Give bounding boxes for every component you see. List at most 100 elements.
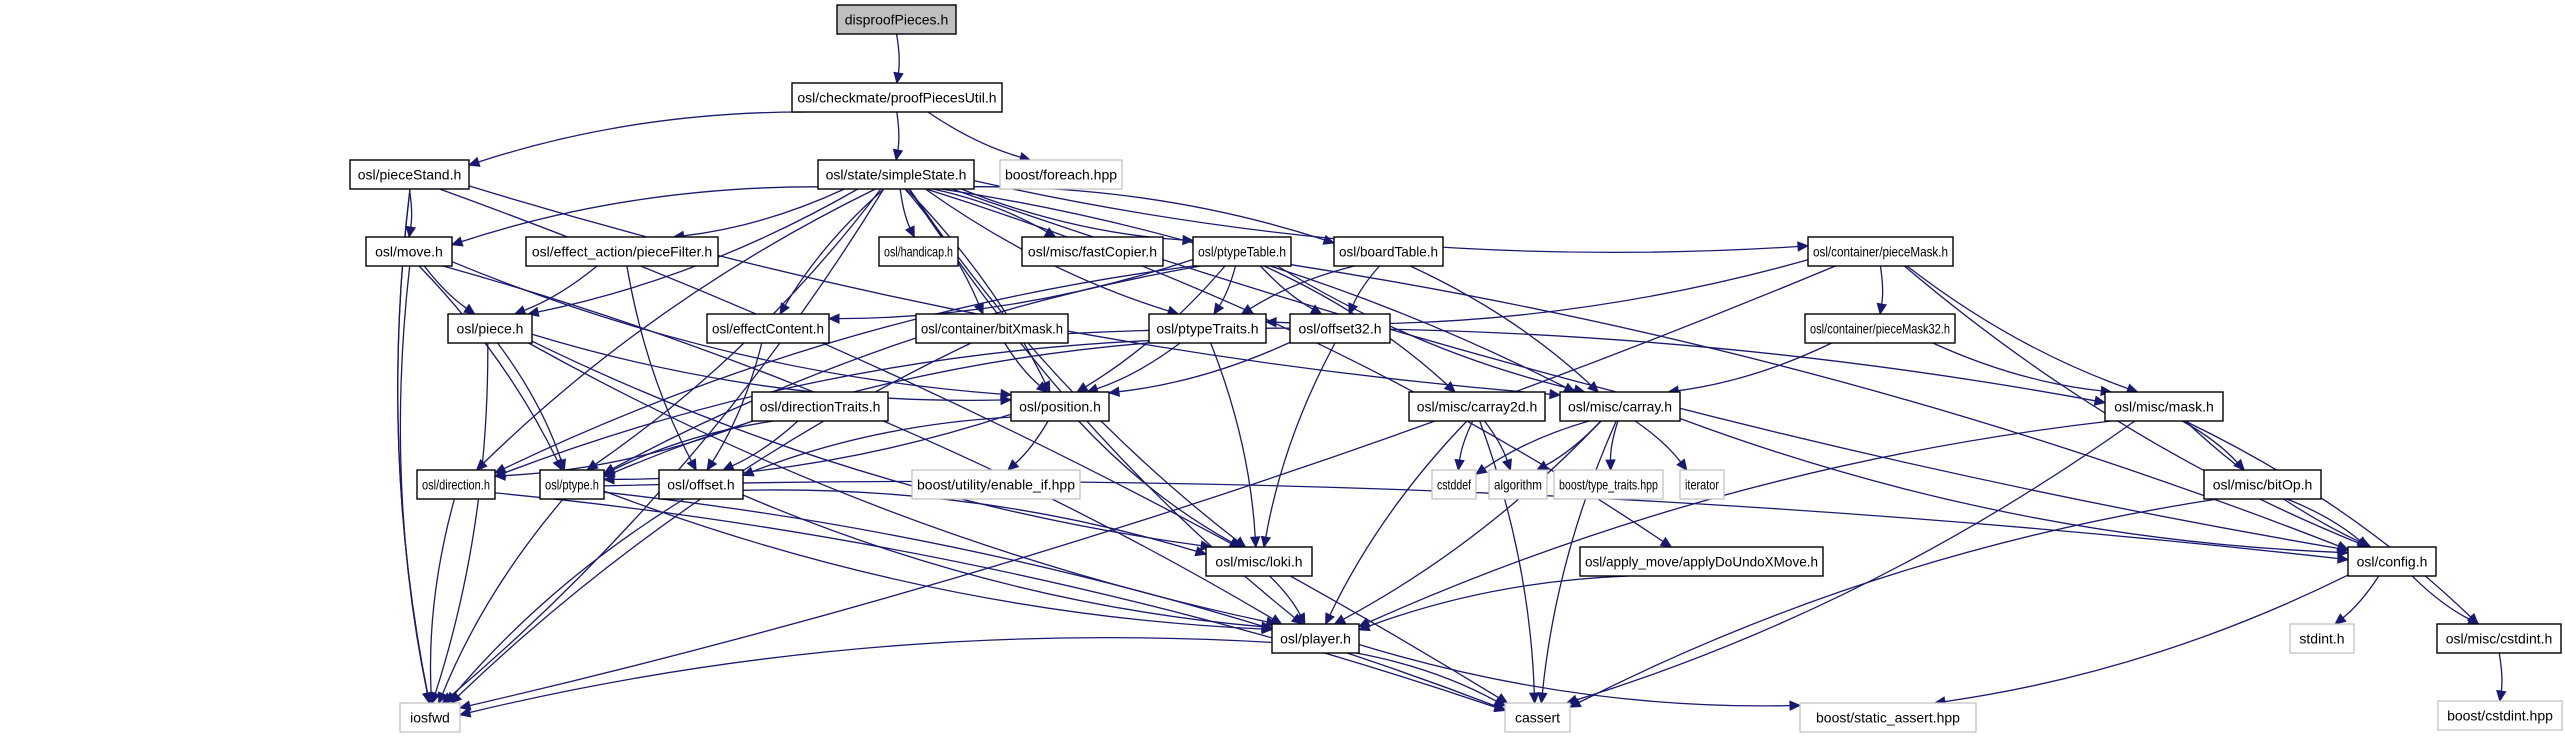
- edge-carray-to-player: [1342, 420, 1602, 620]
- node-loki[interactable]: osl/misc/loki.h: [1205, 546, 1313, 577]
- node-label: cassert: [1515, 710, 1560, 726]
- node-ptypeTable[interactable]: osl/ptypeTable.h: [1192, 236, 1292, 267]
- node-pieceMask32[interactable]: osl/container/pieceMask32.h: [1804, 313, 1956, 344]
- node-offset[interactable]: osl/offset.h: [658, 469, 744, 500]
- arrowhead-icon: [1568, 697, 1582, 708]
- edge-offset32-to-position: [1118, 341, 1291, 393]
- arrowhead-icon: [1789, 700, 1802, 711]
- node-box: [706, 313, 830, 344]
- node-box: [878, 236, 959, 267]
- arrowhead-icon: [1454, 458, 1465, 472]
- arrowhead-icon: [463, 303, 476, 315]
- node-simpleState[interactable]: osl/state/simpleState.h: [817, 159, 975, 190]
- node-box: [751, 391, 889, 422]
- node-bitXmask[interactable]: osl/container/bitXmask.h: [915, 313, 1069, 344]
- arrowhead-icon: [425, 692, 437, 705]
- node-box: [349, 159, 470, 190]
- edge-carray-to-algorithm: [1545, 420, 1602, 466]
- edge-config-to-cstdint: [2411, 575, 2471, 621]
- node-label: boost/cstdint.hpp: [2447, 708, 2553, 724]
- node-carray[interactable]: osl/misc/carray.h: [1559, 391, 1681, 422]
- arrowhead-icon: [437, 691, 448, 705]
- node-label: osl/misc/carray.h: [1568, 399, 1672, 415]
- node-boost_cstdint: boost/cstdint.hpp: [2437, 700, 2563, 731]
- edge-ptype-to-cassert: [603, 491, 1496, 707]
- node-carray2d[interactable]: osl/misc/carray2d.h: [1408, 391, 1546, 422]
- arrowhead-icon: [893, 71, 904, 85]
- node-effectContent[interactable]: osl/effectContent.h: [706, 313, 830, 344]
- arrowhead-icon: [721, 460, 735, 471]
- edge-effectContent-to-offset: [712, 342, 763, 462]
- edge-move-to-iosfwd: [399, 265, 428, 694]
- arrowhead-icon: [2093, 395, 2107, 406]
- node-applyDoUndoXMove[interactable]: osl/apply_move/applyDoUndoXMove.h: [1579, 546, 1824, 577]
- arrowhead-icon: [1035, 381, 1049, 393]
- edge-player-to-cassert: [1356, 652, 1497, 702]
- node-box: [2436, 623, 2562, 654]
- node-ptypeTraits[interactable]: osl/ptypeTraits.h: [1148, 313, 1267, 344]
- edge-carray-to-config: [1679, 417, 2339, 553]
- node-piece[interactable]: osl/piece.h: [447, 313, 533, 344]
- node-cassert: cassert: [1504, 702, 1571, 733]
- edge-proofPiecesUtil-to-simpleState: [896, 111, 900, 151]
- node-direction[interactable]: osl/direction.h: [416, 469, 496, 500]
- node-box: [915, 313, 1069, 344]
- node-label: osl/effect_action/pieceFilter.h: [532, 244, 712, 260]
- node-box: [1579, 546, 1824, 577]
- edge-simpleState-to-pieceFilter: [683, 188, 845, 237]
- node-player[interactable]: osl/player.h: [1271, 623, 1360, 654]
- node-box: [1010, 391, 1110, 422]
- node-label: osl/move.h: [375, 244, 443, 260]
- node-box: [1021, 236, 1164, 267]
- edge-ptypeTable-to-offset32: [1260, 265, 1314, 310]
- edge-position-to-loki: [1078, 420, 1232, 543]
- node-offset32[interactable]: osl/offset32.h: [1289, 313, 1391, 344]
- node-handicap[interactable]: osl/handicap.h: [878, 236, 959, 267]
- arrowhead-icon: [458, 707, 472, 718]
- arrowhead-icon: [706, 458, 718, 472]
- node-label: osl/misc/mask.h: [2114, 399, 2214, 415]
- arrowhead-icon: [467, 156, 481, 167]
- edge-pieceFilter-to-offset: [626, 265, 692, 462]
- node-mask[interactable]: osl/misc/mask.h: [2104, 391, 2224, 422]
- node-pieceMask[interactable]: osl/container/pieceMask.h: [1807, 236, 1954, 267]
- node-ptype[interactable]: osl/ptype.h: [539, 469, 605, 500]
- node-box: [416, 469, 496, 500]
- node-directionTraits[interactable]: osl/directionTraits.h: [751, 391, 889, 422]
- node-disproofPieces[interactable]: disproofPieces.h: [836, 4, 957, 35]
- arrowhead-icon: [1000, 394, 1013, 406]
- node-move[interactable]: osl/move.h: [365, 236, 453, 267]
- node-config[interactable]: osl/config.h: [2347, 546, 2437, 577]
- node-cstdint[interactable]: osl/misc/cstdint.h: [2436, 623, 2562, 654]
- node-pieceStand[interactable]: osl/pieceStand.h: [349, 159, 470, 190]
- node-box: [836, 4, 957, 35]
- node-box: [1807, 236, 1954, 267]
- node-label: osl/ptypeTable.h: [1198, 244, 1286, 260]
- node-label: boost/static_assert.hpp: [1816, 710, 1960, 726]
- arrowhead-icon: [892, 148, 904, 162]
- arrowhead-icon: [405, 225, 417, 239]
- edge-boardTable-to-offset32: [1352, 265, 1380, 306]
- arrowhead-icon: [1348, 302, 1359, 316]
- node-box: [1799, 702, 1977, 733]
- node-label: algorithm: [1494, 477, 1542, 493]
- node-proofPiecesUtil[interactable]: osl/checkmate/proofPiecesUtil.h: [791, 82, 1003, 113]
- node-label: osl/state/simpleState.h: [826, 167, 967, 183]
- arrowhead-icon: [686, 458, 697, 472]
- edge-player-to-iosfwd: [469, 637, 1273, 714]
- node-box: [2347, 546, 2437, 577]
- edge-mask-to-cstdint: [2184, 420, 2472, 618]
- arrowhead-icon: [1261, 621, 1274, 632]
- arrowhead-icon: [1537, 692, 1548, 705]
- node-foreach: boost/foreach.hpp: [999, 159, 1123, 190]
- node-boardTable[interactable]: osl/boardTable.h: [1333, 236, 1444, 267]
- node-bitOp[interactable]: osl/misc/bitOp.h: [2203, 469, 2322, 500]
- arrowhead-icon: [2337, 553, 2350, 564]
- arrowhead-icon: [1107, 386, 1120, 397]
- node-fastCopier[interactable]: osl/misc/fastCopier.h: [1021, 236, 1164, 267]
- node-pieceFilter[interactable]: osl/effect_action/pieceFilter.h: [525, 236, 719, 267]
- node-position[interactable]: osl/position.h: [1010, 391, 1110, 422]
- node-label: osl/misc/carray2d.h: [1417, 399, 1538, 415]
- node-label: osl/checkmate/proofPiecesUtil.h: [797, 90, 996, 106]
- edge-loki-to-player: [1269, 575, 1301, 616]
